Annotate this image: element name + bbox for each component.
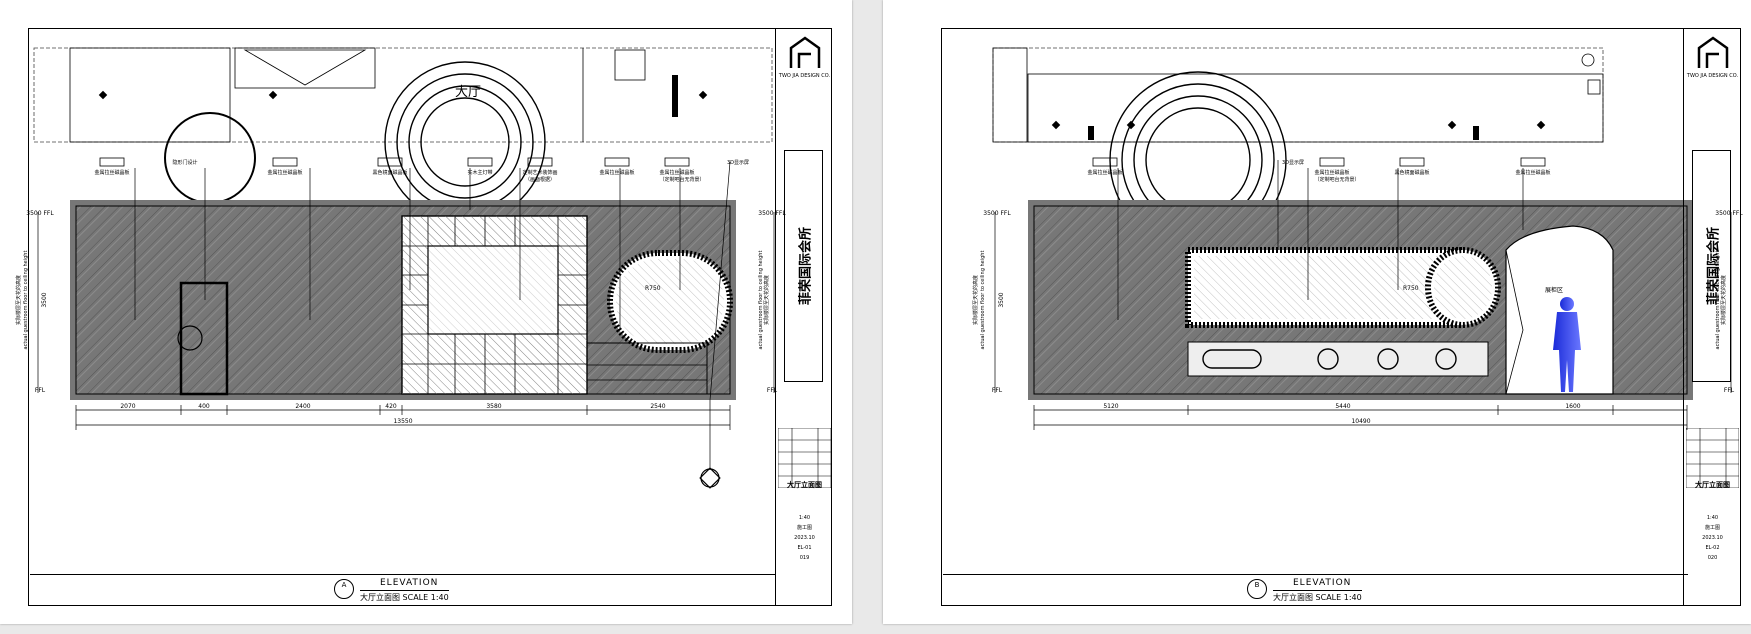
tag-3: 黑色镜面磁晶板 [372, 169, 407, 176]
stage-value: 施工图 [1704, 525, 1720, 531]
caption-title: ELEVATION [1293, 578, 1352, 588]
tag-5: 定制艺术装饰画 [522, 169, 557, 176]
drawing-caption: A ELEVATION 大厅立面图 SCALE 1:40 [30, 574, 775, 605]
elevation-drawing-a: 大厅 [15, 47, 786, 489]
dim-0: 2070 [120, 403, 135, 410]
dim-1: 400 [198, 403, 210, 410]
project-name: 菲荣国际会所 [1706, 226, 1721, 306]
sheet-border [28, 28, 832, 606]
company-logo [1697, 36, 1729, 68]
room-label: 大厅 [455, 85, 481, 100]
title-block: TWO JIA DESIGN CO. 菲荣国际会所 大厅立面图 1:40 施工图… [1683, 28, 1740, 606]
dim-5: 2540 [650, 403, 665, 410]
drawing-number: EL-02 [1705, 545, 1720, 551]
level-bot-left: FFL [992, 387, 1003, 394]
material-callouts [134, 161, 731, 470]
company-logo [789, 36, 821, 68]
page-number: 019 [799, 555, 810, 561]
drawing-name: 大厅立面图 [787, 481, 822, 489]
caption-title: ELEVATION [380, 578, 439, 588]
title-block: TWO JIA DESIGN CO. 菲荣国际会所 大厅立面图 1:40 施工图… [775, 28, 832, 606]
tag-0: 金属拉丝磁晶板 [94, 169, 129, 176]
wall-elevation: R750 [70, 200, 736, 400]
dim-0: 5120 [1103, 403, 1118, 410]
niche-label: 展柜区 [1545, 286, 1563, 294]
dim-1: 5440 [1335, 403, 1350, 410]
elevation-drawing-b: R750 展柜区 金属拉丝磁晶板 3D显示屏 [972, 47, 1743, 430]
caption-subtitle: 大厅立面图 SCALE 1:40 [360, 590, 449, 603]
tag-4: 实木主灯带 [467, 169, 492, 176]
tag-7-sub: （定制吧台无背景） [659, 176, 704, 183]
level-bot-left: FFL [35, 387, 46, 394]
side-note-left: actual guestroom floor to ceiling height [980, 251, 986, 350]
tag-6: 金属拉丝磁晶板 [599, 169, 634, 176]
side-note-right: actual guestroom floor to ceiling height [758, 251, 764, 350]
caption-symbol: A [334, 579, 354, 599]
tag-7: 金属拉丝磁晶板 [659, 169, 694, 176]
page-number: 020 [1707, 555, 1718, 561]
level-top-right: 3500 FFL [758, 210, 786, 217]
floor-plan-strip: 大厅 [33, 47, 773, 223]
caption-subtitle: 大厅立面图 SCALE 1:40 [1273, 590, 1362, 603]
dim-2: 2400 [295, 403, 310, 410]
level-top-left: 3500 FFL [26, 210, 54, 217]
side-note-left: actual guestroom floor to ceiling height [23, 251, 29, 350]
level-top-left: 3500 FFL [983, 210, 1011, 217]
tag-4: 金属拉丝磁晶板 [1515, 169, 1550, 176]
capsule-radius: R750 [645, 285, 661, 292]
project-name: 菲荣国际会所 [798, 226, 813, 306]
side-note-right-cn: 实际楼层至天花的高度 [763, 275, 770, 325]
capsule-radius: R750 [1403, 285, 1419, 292]
person-silhouette [1553, 297, 1581, 392]
revision-table [778, 428, 831, 488]
tag-5-sub: （画面根据） [525, 176, 555, 183]
drawing-sheet-b: R750 展柜区 金属拉丝磁晶板 3D显示屏 [883, 0, 1751, 624]
dim-3: 420 [385, 403, 397, 410]
tag-1: 隐形门设计 [172, 159, 197, 166]
tag-1: 3D显示屏 [1282, 160, 1304, 166]
stage-value: 施工图 [796, 525, 812, 531]
tag-3: 黑色镜面磁晶板 [1394, 169, 1429, 176]
tag-8: 3D显示屏 [727, 160, 749, 166]
date-value: 2023.10 [1702, 535, 1723, 541]
caption-symbol: B [1247, 579, 1267, 599]
dim-2: 1600 [1565, 403, 1580, 410]
tag-2-sub: （定制吧台无背景） [1314, 176, 1359, 183]
sheet-border [941, 28, 1741, 606]
material-callouts [1117, 160, 1524, 320]
drawing-caption: B ELEVATION 大厅立面图 SCALE 1:40 [943, 574, 1688, 605]
company-name: TWO JIA DESIGN CO. [778, 73, 831, 79]
dim-total: 13550 [393, 418, 412, 425]
height-left: 3500 [41, 292, 48, 307]
tag-2: 金属拉丝磁晶板 [1314, 169, 1349, 176]
dim-total: 10490 [1351, 418, 1370, 425]
date-value: 2023.10 [794, 535, 815, 541]
drawing-number: EL-01 [797, 545, 812, 551]
tag-2: 金属拉丝磁晶板 [267, 169, 302, 176]
level-top-right: 3500 FFL [1715, 210, 1743, 217]
height-left: 3500 [998, 292, 1005, 307]
section-marker [699, 467, 721, 489]
dim-4: 3580 [486, 403, 501, 410]
level-bot-right: FFL [767, 387, 778, 394]
revision-table [1686, 428, 1739, 488]
scale-value: 1:40 [1706, 515, 1719, 521]
project-name-box: 菲荣国际会所 [1692, 150, 1731, 382]
wall-elevation: R750 展柜区 [1028, 200, 1693, 400]
level-bot-right: FFL [1724, 387, 1735, 394]
side-note-right: actual guestroom floor to ceiling height [1715, 251, 1721, 350]
side-note-left-cn: 实际楼层至天花的高度 [972, 275, 979, 325]
side-note-left-cn: 实际楼层至天花的高度 [15, 275, 22, 325]
drawing-sheet-a: 大厅 [0, 0, 852, 624]
side-note-right-cn: 实际楼层至天花的高度 [1720, 275, 1727, 325]
tag-0: 金属拉丝磁晶板 [1087, 169, 1122, 176]
dimension-line [37, 212, 775, 430]
dimension-line [994, 212, 1732, 430]
company-name: TWO JIA DESIGN CO. [1686, 73, 1739, 79]
scale-value: 1:40 [798, 515, 811, 521]
drawing-name: 大厅立面图 [1695, 481, 1730, 489]
project-name-box: 菲荣国际会所 [784, 150, 823, 382]
